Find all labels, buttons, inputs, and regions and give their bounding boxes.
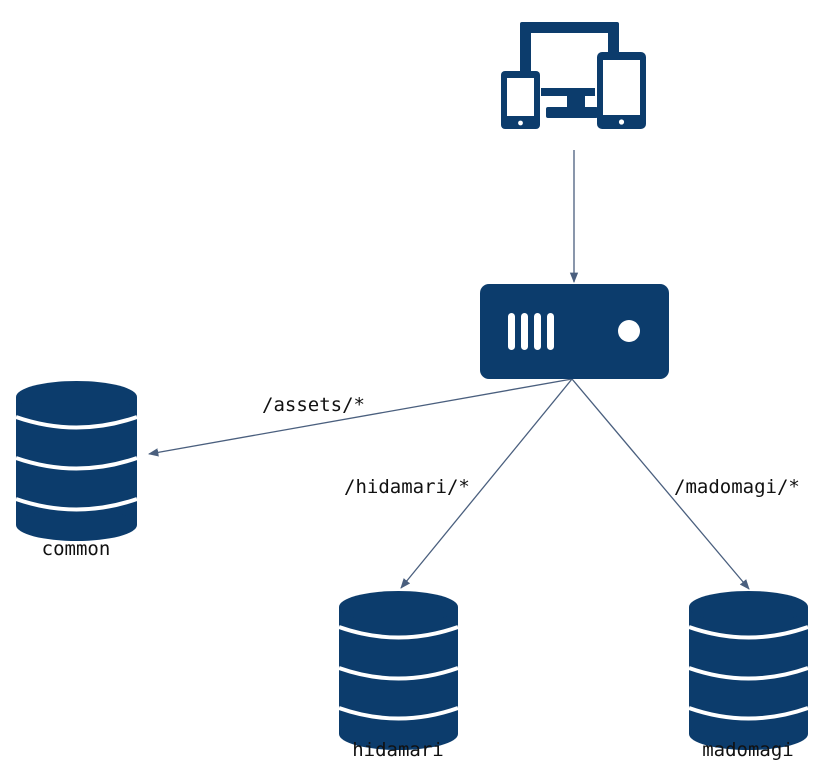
edge-server-to-madomagi bbox=[571, 378, 750, 590]
edge-server-to-hidamari bbox=[400, 378, 573, 589]
edge-label-madomagi: /madomagi/* bbox=[674, 476, 800, 498]
node-label-hidamari: hidamari bbox=[352, 739, 444, 761]
database-icon-common bbox=[15, 381, 138, 541]
server-icon bbox=[480, 284, 669, 379]
database-icon-hidamari bbox=[338, 591, 459, 750]
node-label-common: common bbox=[42, 538, 111, 560]
database-icon-madomagi bbox=[688, 591, 809, 750]
devices-icon bbox=[501, 22, 646, 129]
edge-server-to-common bbox=[147, 378, 573, 457]
edge-label-hidamari: /hidamari/* bbox=[344, 476, 470, 498]
edge-label-assets: /assets/* bbox=[262, 394, 365, 416]
node-label-madomagi: madomagi bbox=[702, 739, 794, 761]
